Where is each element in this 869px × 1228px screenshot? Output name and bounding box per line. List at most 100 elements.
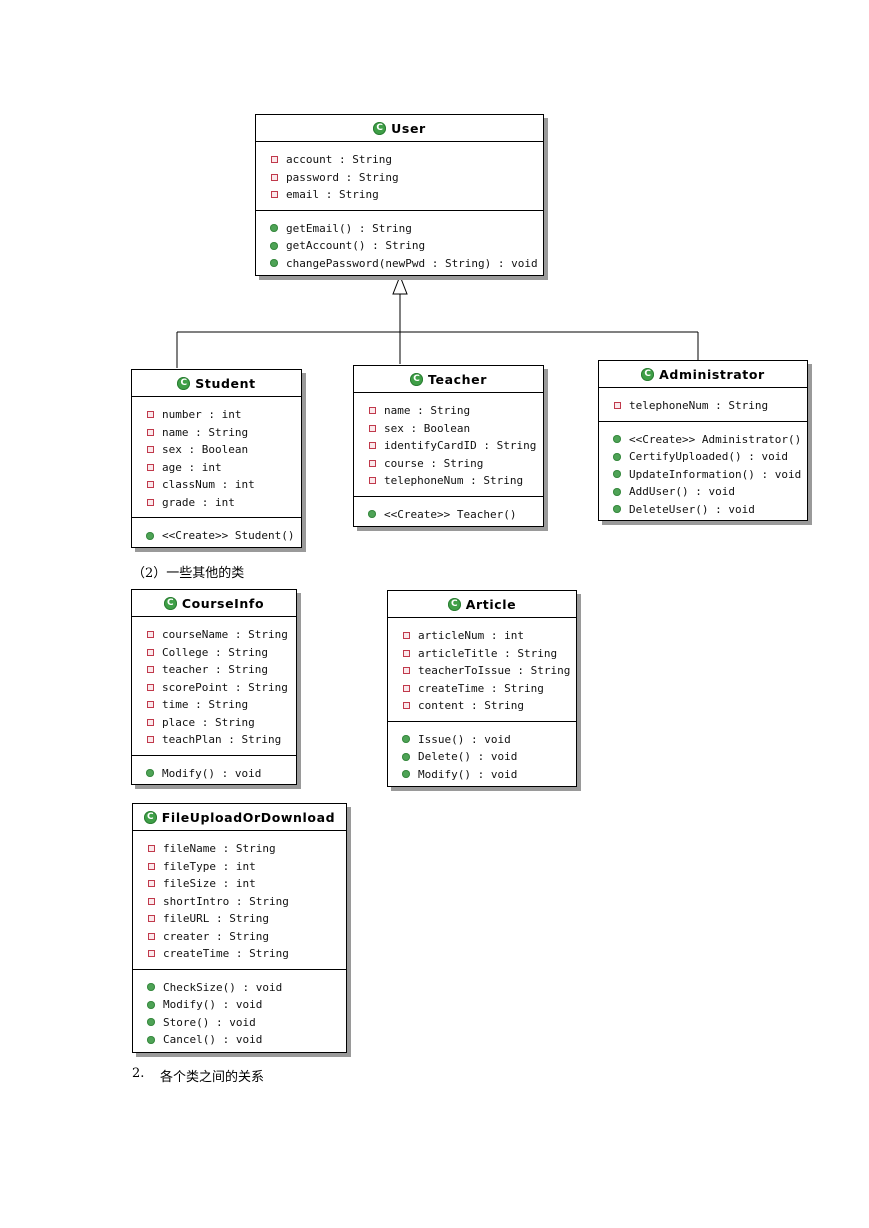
attribute-text: sex : Boolean — [162, 443, 249, 457]
private-member-icon — [148, 880, 155, 888]
public-member-icon — [270, 259, 278, 268]
method-row: getEmail() : String — [256, 220, 543, 238]
private-member-icon — [369, 477, 376, 485]
class-icon — [373, 121, 387, 135]
public-member-icon — [613, 505, 621, 514]
public-member-icon — [613, 487, 621, 496]
private-member-icon — [147, 683, 154, 691]
attribute-row: classNum : int — [132, 476, 301, 494]
attribute-row: createTime : String — [388, 680, 576, 698]
class-article[interactable]: Article articleNum : int articleTitle : St… — [387, 590, 577, 787]
method-row: Issue() : void — [388, 731, 576, 749]
attribute-text: place : String — [162, 715, 255, 729]
private-member-icon — [614, 402, 621, 410]
attribute-row: email : String — [256, 186, 543, 204]
public-member-icon — [147, 1018, 155, 1027]
public-member-icon — [146, 531, 154, 540]
method-text: <<Create>> Teacher() — [384, 507, 517, 521]
method-row: Delete() : void — [388, 748, 576, 766]
private-member-icon — [148, 897, 155, 905]
method-row: Cancel() : void — [133, 1031, 346, 1049]
public-member-icon — [402, 735, 410, 744]
private-member-icon — [148, 932, 155, 940]
attribute-row: telephoneNum : String — [599, 397, 807, 415]
attribute-text: teacher : String — [162, 663, 268, 677]
method-text: CheckSize() : void — [163, 980, 283, 994]
attribute-row: name : String — [132, 424, 301, 442]
attribute-row: number : int — [132, 406, 301, 424]
attribute-row: course : String — [354, 455, 543, 473]
private-member-icon — [147, 498, 154, 506]
attribute-row: courseName : String — [132, 626, 296, 644]
method-row: getAccount() : String — [256, 237, 543, 255]
attribute-compartment: articleNum : int articleTitle : String tea… — [388, 618, 576, 721]
class-name: Student — [195, 375, 256, 391]
private-member-icon — [403, 667, 410, 675]
attribute-row: sex : Boolean — [354, 420, 543, 438]
attribute-text: grade : int — [162, 495, 235, 509]
public-member-icon — [402, 770, 410, 779]
class-icon — [447, 597, 461, 611]
attribute-text: content : String — [418, 699, 524, 713]
method-row: CheckSize() : void — [133, 979, 346, 997]
public-member-icon — [270, 241, 278, 250]
attribute-text: classNum : int — [162, 478, 255, 492]
attribute-text: time : String — [162, 698, 249, 712]
class-name: User — [391, 120, 426, 136]
class-icon — [641, 367, 655, 381]
attribute-text: fileName : String — [163, 842, 276, 856]
private-member-icon — [271, 191, 278, 199]
public-member-icon — [147, 1035, 155, 1044]
attribute-text: teacherToIssue : String — [418, 664, 571, 678]
attribute-row: account : String — [256, 151, 543, 169]
private-member-icon — [147, 718, 154, 726]
method-row: Store() : void — [133, 1014, 346, 1032]
attribute-row: time : String — [132, 696, 296, 714]
method-text: getAccount() : String — [286, 239, 426, 253]
method-text: changePassword(newPwd : String) : void — [286, 256, 538, 270]
attribute-text: identifyCardID : String — [384, 439, 537, 453]
class-header: Article — [388, 591, 576, 618]
attribute-row: name : String — [354, 402, 543, 420]
class-name: Article — [465, 596, 517, 612]
attribute-text: fileURL : String — [163, 912, 269, 926]
attribute-row: fileName : String — [133, 840, 346, 858]
public-member-icon — [613, 470, 621, 479]
method-text: <<Create>> Administrator() — [629, 432, 802, 446]
attribute-text: fileSize : int — [163, 877, 256, 891]
class-header: Teacher — [354, 366, 543, 393]
attribute-row: fileURL : String — [133, 910, 346, 928]
attribute-text: articleTitle : String — [418, 646, 558, 660]
method-text: Modify() : void — [163, 998, 263, 1012]
attribute-text: email : String — [286, 188, 379, 202]
attribute-text: articleNum : int — [418, 629, 524, 643]
private-member-icon — [147, 701, 154, 709]
method-row: Modify() : void — [132, 765, 296, 783]
attribute-text: College : String — [162, 645, 268, 659]
method-text: CertifyUploaded() : void — [629, 450, 788, 464]
method-row: <<Create>> Teacher() — [354, 506, 543, 524]
private-member-icon — [147, 736, 154, 744]
attribute-row: place : String — [132, 714, 296, 732]
public-member-icon — [613, 435, 621, 444]
attribute-row: articleTitle : String — [388, 645, 576, 663]
attribute-text: createTime : String — [163, 947, 289, 961]
private-member-icon — [369, 424, 376, 432]
method-row: DeleteUser() : void — [599, 501, 807, 519]
public-member-icon — [147, 983, 155, 992]
method-compartment: <<Create>> Teacher() — [354, 495, 543, 530]
private-member-icon — [271, 173, 278, 181]
section-2-number: 2. — [132, 1066, 145, 1081]
